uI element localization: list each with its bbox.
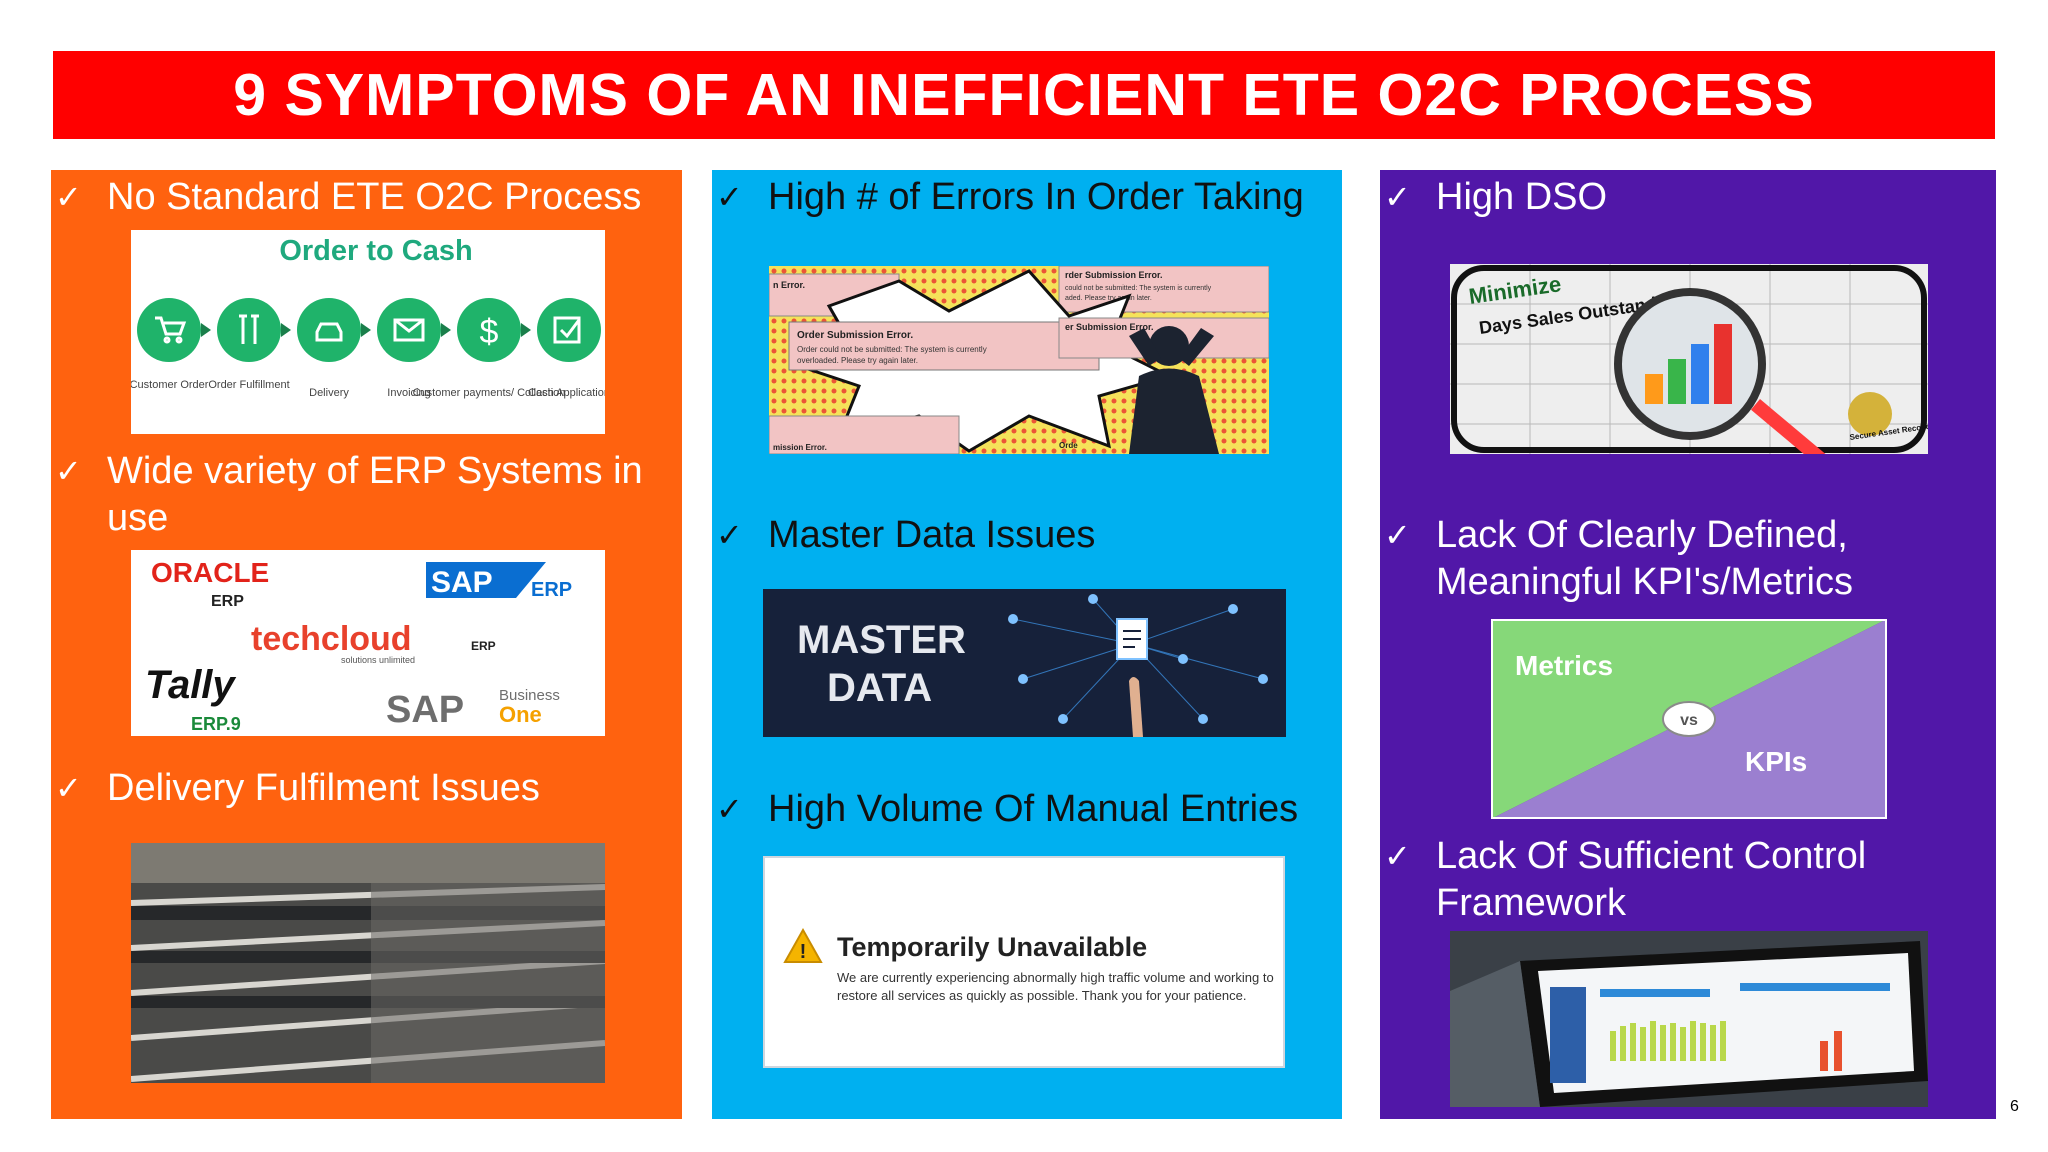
techcloud-logo: techcloud — [251, 620, 412, 658]
sap-b1-business: Business — [499, 687, 560, 704]
column-orange: ✓ No Standard ETE O2C Process Order to C… — [51, 170, 682, 1119]
symptom-label: High # of Errors In Order Taking — [768, 176, 1304, 218]
tally-sub: ERP.9 — [191, 714, 241, 734]
warning-icon: ! — [800, 941, 807, 963]
unavailable-body: We are currently experiencing abnormally… — [837, 970, 1274, 985]
symptom-label: Delivery Fulfilment Issues — [107, 767, 540, 809]
checkmark-icon: ✓ — [716, 516, 743, 554]
symptom-label: Wide variety of ERP Systems in use — [107, 450, 643, 539]
symptom-label: High Volume Of Manual Entries — [768, 788, 1299, 830]
symptom-label: High DSO — [1436, 176, 1608, 218]
sap-logo: SAP — [431, 566, 493, 599]
error-fragment: er Submission Error. — [1065, 322, 1154, 332]
o2c-step-label: Order Fulfillment — [208, 379, 289, 391]
o2c-step-label: Delivery — [309, 387, 349, 399]
checkmark-icon: ✓ — [716, 178, 743, 216]
sap-b1-one: One — [499, 702, 542, 727]
error-fragment: rder Submission Error. — [1065, 270, 1163, 280]
checkmark-icon: ✓ — [716, 790, 743, 828]
error-body: overloaded. Please try again later. — [797, 356, 918, 365]
o2c-step-label: Cash Application — [528, 387, 605, 399]
symptom-label: Master Data Issues — [768, 514, 1096, 556]
column-blue: ✓ High # of Errors In Order Taking n Err… — [712, 170, 1342, 1119]
tally-logo: Tally — [145, 663, 236, 707]
checkmark-icon: ✓ — [55, 452, 82, 490]
symptom-label: No Standard ETE O2C Process — [107, 176, 642, 218]
oracle-sub: ERP — [211, 593, 244, 610]
kpis-label: KPIs — [1745, 746, 1807, 777]
checkmark-icon: ✓ — [1384, 178, 1411, 216]
master-data-line2: DATA — [827, 666, 932, 710]
error-fragment: could not be submitted: The system is cu… — [1065, 285, 1212, 292]
sap-erp: ERP — [531, 579, 572, 601]
error-title: Order Submission Error. — [797, 330, 913, 341]
techcloud-erp: ERP — [471, 639, 496, 653]
order-errors-image: n Error. rder Submission Error. could no… — [769, 266, 1269, 454]
erp-logos-image: ORACLE ERP SAP ERP techcloud ERP solutio… — [131, 550, 605, 736]
title-banner: 9 SYMPTOMS OF AN INEFFICIENT ETE O2C PRO… — [53, 51, 1995, 139]
temporarily-unavailable-image: ! Temporarily Unavailable We are current… — [763, 856, 1285, 1068]
error-fragment: Orde — [1059, 441, 1078, 450]
vs-label: vs — [1680, 712, 1698, 729]
o2c-step-label: Customer payments/ Collection — [413, 387, 566, 399]
o2c-step-label: Invoicing — [387, 387, 430, 399]
page-title: 9 SYMPTOMS OF AN INEFFICIENT ETE O2C PRO… — [233, 62, 1815, 128]
error-fragment: mission Error. — [773, 443, 827, 452]
unavailable-title: Temporarily Unavailable — [837, 932, 1147, 962]
o2c-step-label: Customer Order — [131, 379, 209, 391]
sap-b1-logo: SAP — [386, 689, 464, 731]
empty-shelves-photo — [131, 843, 605, 1083]
checkmark-icon: ✓ — [1384, 837, 1411, 875]
svg-text:$: $ — [480, 313, 499, 351]
checkmark-icon: ✓ — [55, 178, 82, 216]
master-data-line1: MASTER — [797, 618, 966, 662]
symptom-label: Lack Of Clearly Defined, Meaningful KPI'… — [1436, 514, 1853, 603]
o2c-diagram-image: Order to Cash $ Customer Order Order Ful… — [131, 230, 605, 434]
symptom-label: Lack Of Sufficient Control Framework — [1436, 835, 1867, 924]
error-fragment: aded. Please try again later. — [1065, 295, 1152, 302]
checkmark-icon: ✓ — [55, 769, 82, 807]
dso-image: Minimize Days Sales Outstanding Secure A… — [1450, 264, 1928, 454]
techcloud-sub: solutions unlimited — [341, 655, 415, 665]
o2c-title: Order to Cash — [279, 235, 472, 267]
column-purple: ✓ High DSO Minimize Days Sales Outstandi… — [1380, 170, 1996, 1119]
control-dashboard-photo — [1450, 931, 1928, 1107]
oracle-logo: ORACLE — [151, 557, 269, 588]
unavailable-body: restore all services as quickly as possi… — [837, 988, 1246, 1003]
metrics-label: Metrics — [1515, 650, 1613, 681]
error-fragment: n Error. — [773, 280, 805, 290]
master-data-image: MASTER DATA — [763, 589, 1286, 737]
checkmark-icon: ✓ — [1384, 516, 1411, 554]
page-number: 6 — [2010, 1098, 2019, 1115]
error-body: Order could not be submitted: The system… — [797, 345, 987, 354]
metrics-vs-kpis-image: Metrics vs KPIs — [1491, 619, 1887, 819]
